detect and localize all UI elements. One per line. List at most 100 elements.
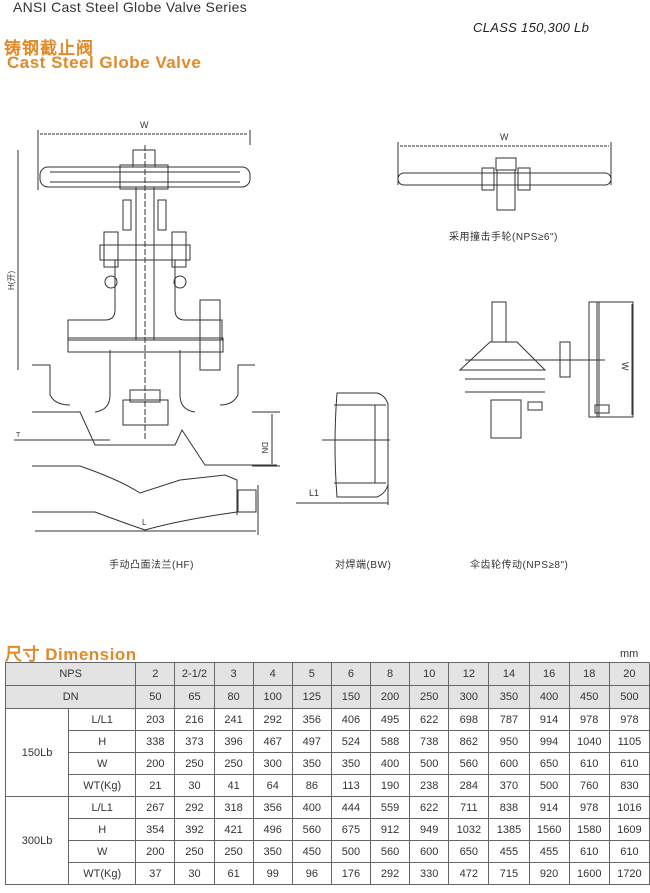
value-cell: 472 [448, 862, 490, 885]
title-chinese: 铸钢截止阀 [4, 39, 94, 58]
nps-cell: 12 [448, 662, 490, 686]
series-title: ANSI Cast Steel Globe Valve Series [13, 0, 248, 15]
w-dimension-label: W [140, 120, 149, 130]
nps-cell: 16 [528, 662, 570, 686]
dn-cell: 300 [448, 685, 490, 709]
value-cell: 284 [448, 774, 490, 797]
value-cell: 560 [291, 818, 332, 841]
dn-cell: 200 [370, 685, 411, 709]
value-cell: 978 [608, 708, 650, 731]
value-cell: 978 [568, 796, 610, 819]
impact-w-label: W [500, 132, 509, 142]
value-cell: 610 [568, 840, 610, 863]
value-cell: 950 [488, 730, 530, 753]
value-cell: 760 [568, 774, 610, 797]
value-cell: 711 [448, 796, 490, 819]
value-cell: 588 [370, 730, 411, 753]
value-cell: 500 [528, 774, 570, 797]
dn-header: DN [4, 685, 137, 709]
value-cell: 113 [330, 774, 372, 797]
value-cell: 373 [174, 730, 215, 753]
value-cell: 787 [488, 708, 530, 731]
param-label: W [68, 840, 137, 863]
value-cell: 738 [409, 730, 450, 753]
value-cell: 64 [252, 774, 293, 797]
value-cell: 497 [291, 730, 332, 753]
value-cell: 650 [448, 840, 490, 863]
nps-cell: 2-1/2 [174, 662, 215, 686]
value-cell: 1040 [568, 730, 610, 753]
value-cell: 650 [528, 752, 570, 775]
value-cell: 292 [252, 708, 293, 731]
value-cell: 37 [135, 862, 176, 885]
main-drawing-caption: 手动凸面法兰(HF) [109, 560, 194, 571]
l-dimension-label: L [142, 518, 147, 527]
main-valve-drawing: W DN H(开) [7, 120, 280, 535]
nps-cell: 5 [291, 662, 332, 686]
value-cell: 354 [135, 818, 176, 841]
value-cell: 559 [370, 796, 411, 819]
value-cell: 190 [370, 774, 411, 797]
l1-dimension-label: L1 [309, 488, 319, 498]
value-cell: 1720 [608, 862, 650, 885]
value-cell: 96 [291, 862, 332, 885]
value-cell: 994 [528, 730, 570, 753]
value-cell: 500 [330, 840, 372, 863]
value-cell: 1580 [568, 818, 610, 841]
value-cell: 455 [488, 840, 530, 863]
h-dimension-label: H(开) [7, 271, 16, 290]
value-cell: 912 [370, 818, 411, 841]
value-cell: 203 [135, 708, 176, 731]
value-cell: 99 [252, 862, 293, 885]
nps-cell: 18 [568, 662, 610, 686]
value-cell: 949 [409, 818, 450, 841]
value-cell: 600 [409, 840, 450, 863]
value-cell: 560 [370, 840, 411, 863]
value-cell: 338 [135, 730, 176, 753]
value-cell: 455 [528, 840, 570, 863]
value-cell: 250 [213, 752, 254, 775]
value-cell: 86 [291, 774, 332, 797]
dn-cell: 500 [608, 685, 650, 709]
unit-label: mm [620, 648, 639, 660]
nps-cell: 2 [135, 662, 176, 686]
value-cell: 250 [213, 840, 254, 863]
value-cell: 176 [330, 862, 372, 885]
value-cell: 250 [174, 752, 215, 775]
value-cell: 1032 [448, 818, 490, 841]
gear-drawing-caption: 伞齿轮传动(NPS≥8") [470, 560, 569, 571]
value-cell: 675 [330, 818, 372, 841]
nps-header: NPS [4, 662, 137, 686]
t-dimension-label: T [16, 432, 21, 439]
value-cell: 610 [608, 752, 650, 775]
value-cell: 392 [174, 818, 215, 841]
value-cell: 318 [213, 796, 254, 819]
dn-cell: 450 [568, 685, 610, 709]
value-cell: 524 [330, 730, 372, 753]
value-cell: 350 [252, 840, 293, 863]
dn-cell: 65 [174, 685, 215, 709]
param-label: WT(Kg) [68, 774, 137, 797]
value-cell: 560 [448, 752, 490, 775]
dn-cell: 125 [291, 685, 332, 709]
dn-cell: 150 [330, 685, 372, 709]
value-cell: 21 [135, 774, 176, 797]
value-cell: 241 [213, 708, 254, 731]
dn-cell: 80 [213, 685, 254, 709]
value-cell: 496 [252, 818, 293, 841]
nps-cell: 4 [252, 662, 293, 686]
value-cell: 978 [568, 708, 610, 731]
value-cell: 444 [330, 796, 372, 819]
value-cell: 500 [409, 752, 450, 775]
value-cell: 356 [291, 708, 332, 731]
gear-w-label: W [620, 362, 630, 371]
class-group-label: 150Lb [4, 708, 70, 797]
value-cell: 396 [213, 730, 254, 753]
